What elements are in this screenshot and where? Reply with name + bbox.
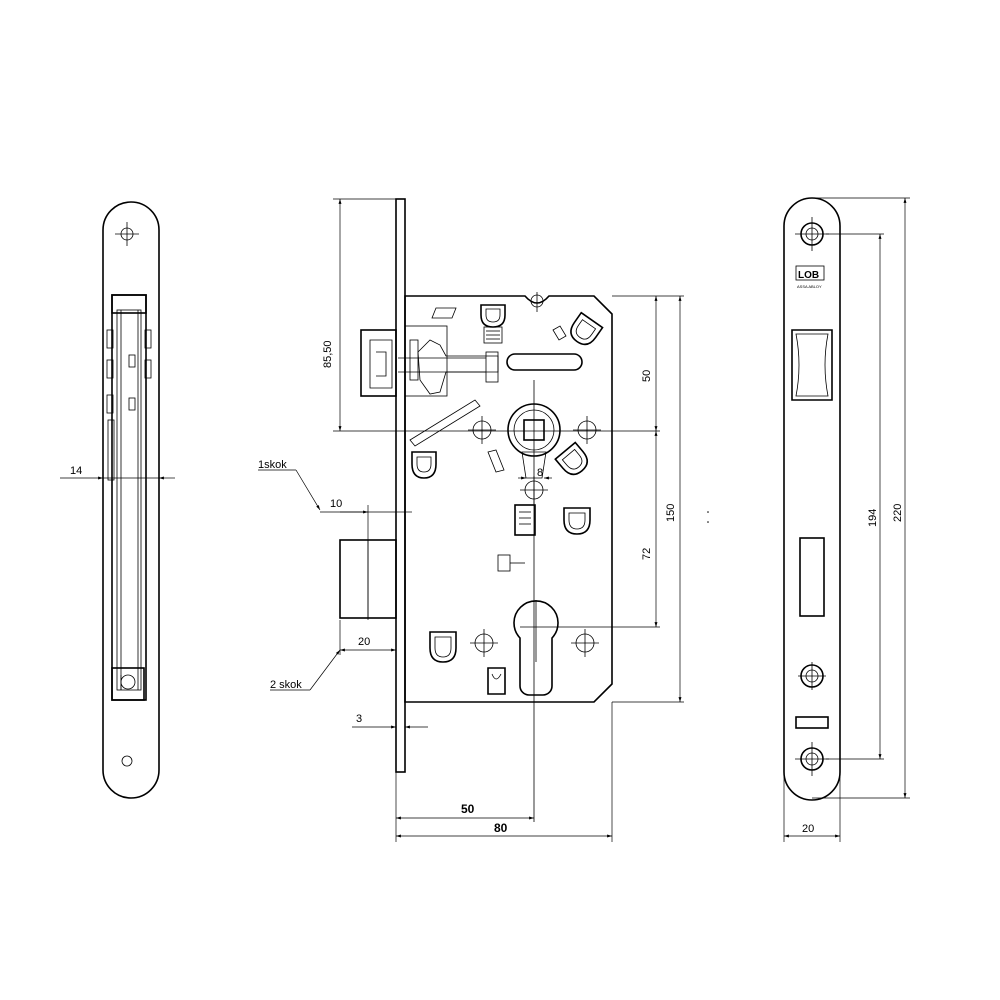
dim-bolt-throw: 20 [358, 636, 370, 648]
dim-faceplate-thickness: 3 [356, 713, 362, 725]
euro-cylinder-cutout [513, 600, 559, 696]
rivet-shield-icon-3 [563, 507, 591, 535]
faceplate-view: LOB ASSA ABLOY 194 2 [783, 197, 910, 842]
side-bottom-block [111, 667, 145, 701]
brand-logo-text: LOB [798, 270, 819, 281]
lower-lever-block [487, 667, 506, 695]
side-bottom-hole [121, 755, 133, 767]
dim-vertical-150: 150 [665, 504, 677, 522]
label-step-2: 2 skok [270, 679, 302, 691]
dim-backset-offset: 85,50 [322, 340, 334, 368]
screw-cross-icon-4 [470, 629, 498, 657]
latch-opening [791, 329, 833, 401]
side-top-cap [111, 294, 147, 314]
latch-bolt [360, 329, 397, 397]
dim-backset: 50 [461, 802, 475, 816]
front-view: 85,50 50 72 150 8 1skok 10 2 skok 20 [258, 198, 709, 842]
faceplate-bottom-screw-icon [795, 742, 829, 776]
bolt-guide-block [497, 504, 536, 572]
rivet-shield-icon-5 [570, 311, 604, 346]
dim-faceplate-height: 220 [892, 504, 904, 522]
screw-cross-icon-2 [573, 416, 601, 444]
faceplate-small-slot [795, 716, 829, 729]
dim-latch-throw: 10 [330, 498, 342, 510]
dim-faceplate-width: 20 [802, 823, 814, 835]
side-top-screw-icon [115, 222, 139, 246]
faceplate-middle-screw-icon [798, 662, 826, 690]
dim-case-width: 80 [494, 821, 508, 835]
dim-vertical-50: 50 [641, 370, 653, 382]
brand-logo: LOB ASSA ABLOY [795, 265, 825, 289]
side-case-inner [116, 309, 142, 691]
screw-cross-icon-1 [468, 416, 496, 444]
latch-mechanism [398, 307, 583, 473]
rivet-shield-icon-4 [429, 631, 457, 663]
faceplate-top-screw-icon [795, 217, 829, 251]
side-view: 14 [60, 201, 175, 799]
screw-cross-icon-6 [530, 292, 544, 312]
rivet-shield-icon-1 [480, 304, 506, 328]
dim-side-width: 14 [70, 465, 82, 477]
dim-small-8: 8 [537, 467, 543, 479]
dim-fixing-centers: 194 [867, 509, 879, 527]
screw-cross-icon-5 [571, 629, 599, 657]
forend-plate [395, 198, 406, 773]
rivet-shield-icon-2 [411, 451, 437, 479]
rivet-shield-icon-6 [554, 441, 589, 476]
label-step-1: 1skok [258, 459, 287, 471]
bolt-slot [799, 537, 825, 617]
dim-vertical-72: 72 [641, 548, 653, 560]
brand-logo-sub: ASSA ABLOY [797, 284, 822, 289]
lock-case-outline [404, 295, 613, 703]
side-faceplate-outline [102, 201, 160, 799]
